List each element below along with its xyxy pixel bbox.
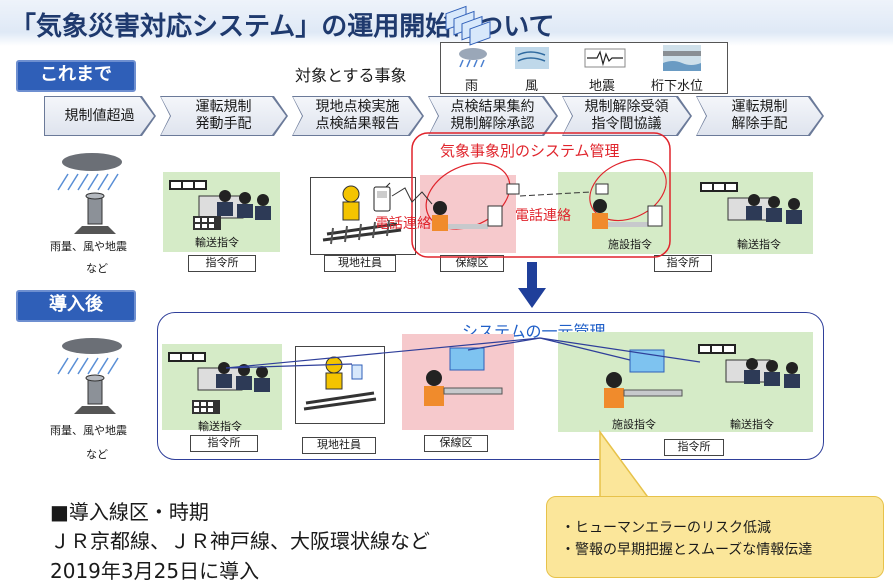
location-label-after-1: 指令所 bbox=[190, 435, 258, 452]
hazard-label-rain: 雨 bbox=[465, 79, 479, 94]
facility-label-after: 施設指令 bbox=[612, 418, 656, 431]
location-label-after-3: 保線区 bbox=[424, 435, 488, 452]
process-flow: 規制値超過 運転規制発動手配 現地点検実施点検結果報告 点検結果集約規制解除承認… bbox=[44, 96, 824, 136]
location-label-after-2: 現地社員 bbox=[302, 437, 376, 454]
hazard-label-quake: 地震 bbox=[589, 79, 616, 94]
track-office-after bbox=[402, 334, 514, 430]
phone-link-line-1 bbox=[391, 187, 433, 205]
keyboard-icon-after bbox=[192, 400, 220, 414]
before-badge: これまで bbox=[16, 60, 136, 92]
process-step-5-line1: 規制解除受領 bbox=[584, 99, 669, 115]
phone-contact-label-2: 電話連絡 bbox=[515, 208, 571, 224]
rain-icon bbox=[455, 46, 491, 72]
fax-icon-left bbox=[506, 183, 520, 195]
process-step-3-line2: 点検結果報告 bbox=[315, 116, 400, 132]
dispatch-label-before-2: 輸送指令 bbox=[737, 238, 781, 251]
hazards-box: 雨 風 地震 桁下水位 bbox=[440, 42, 728, 94]
location-label-before-3: 保線区 bbox=[440, 255, 504, 272]
desk-phone-right bbox=[647, 205, 663, 227]
location-label-before-1: 指令所 bbox=[188, 255, 256, 272]
operators-right-after bbox=[698, 344, 800, 388]
process-step-6: 運転規制解除手配 bbox=[697, 97, 822, 135]
dispatch-office-before: 輸送指令 bbox=[163, 172, 280, 252]
field-worker-before bbox=[310, 177, 416, 255]
rain-cloud-sensor-after bbox=[52, 336, 132, 426]
dispatch-office-after: 輸送指令 bbox=[162, 344, 282, 433]
process-step-6-line1: 運転規制 bbox=[731, 99, 788, 115]
hazard-label-wind: 風 bbox=[525, 79, 539, 94]
sensor-caption-before-2: など bbox=[86, 262, 108, 275]
wind-icon bbox=[515, 47, 549, 73]
location-label-before-2: 現地社員 bbox=[324, 255, 396, 272]
worker-icon bbox=[322, 185, 402, 245]
benefit-item-2: ・警報の早期把握とスムーズな情報伝達 bbox=[561, 542, 813, 558]
system-management-label: 気象事象別のシステム管理 bbox=[440, 142, 620, 160]
mobile-phone-icon bbox=[372, 182, 394, 217]
process-step-1: 規制値超過 bbox=[45, 97, 154, 135]
process-step-3-line1: 現地点検実施 bbox=[315, 99, 400, 115]
transition-arrow bbox=[518, 262, 546, 312]
operators-icon bbox=[169, 180, 271, 220]
sensor-caption-after-2: など bbox=[86, 448, 108, 461]
worker-icon-after bbox=[303, 356, 377, 411]
location-label-after-4: 指令所 bbox=[664, 439, 724, 456]
process-step-5: 規制解除受領指令間協議 bbox=[563, 97, 690, 135]
dispatch-label-after: 輸送指令 bbox=[198, 420, 242, 433]
after-badge: 導入後 bbox=[16, 290, 136, 322]
process-step-3: 現地点検実施点検結果報告 bbox=[293, 97, 422, 135]
intro-lines: ＪＲ京都線、ＪＲ神戸線、大阪環状線など bbox=[50, 529, 430, 553]
link-hub-facility bbox=[539, 337, 631, 361]
process-step-1-text: 規制値超過 bbox=[64, 107, 135, 124]
benefits-callout: ・ヒューマンエラーのリスク低減 ・警報の早期把握とスムーズな情報伝達 bbox=[546, 496, 884, 578]
facility-label-before: 施設指令 bbox=[608, 238, 652, 251]
process-step-4-line2: 規制解除承認 bbox=[450, 116, 535, 132]
operators-right-before bbox=[700, 180, 808, 234]
process-step-6-line2: 解除手配 bbox=[731, 116, 788, 132]
intro-date: 2019年3月25日に導入 bbox=[50, 559, 260, 583]
process-step-2-line1: 運転規制 bbox=[195, 99, 252, 115]
link-dispatch-field bbox=[225, 363, 353, 369]
keyboard-icon bbox=[193, 216, 221, 230]
river-icon bbox=[663, 45, 701, 75]
phone-contact-label-1: 電話連絡 bbox=[375, 216, 431, 232]
link-track-hub bbox=[467, 337, 541, 351]
dispatch-label-after-2: 輸送指令 bbox=[730, 418, 774, 431]
field-worker-after bbox=[295, 346, 385, 424]
system-group-left bbox=[425, 162, 511, 230]
worker-at-terminal-icon bbox=[424, 347, 503, 406]
intro-heading: ■導入線区・時期 bbox=[50, 500, 209, 524]
process-step-5-line2: 指令間協議 bbox=[591, 116, 662, 132]
unified-management-frame bbox=[157, 312, 824, 460]
operators-icon-after bbox=[168, 352, 270, 392]
benefit-item-1: ・ヒューマンエラーのリスク低減 bbox=[561, 520, 771, 536]
command-office-after: 施設指令 輸送指令 bbox=[558, 332, 813, 432]
system-management-frame bbox=[411, 132, 671, 258]
hazard-label-river: 桁下水位 bbox=[651, 79, 704, 94]
hazards-heading: 対象とする事象 bbox=[295, 66, 407, 85]
process-step-2-line2: 発動手配 bbox=[195, 116, 252, 132]
process-step-4-line1: 点検結果集約 bbox=[450, 99, 535, 115]
dispatch-label-before: 輸送指令 bbox=[195, 236, 239, 249]
sensor-caption-after-1: 雨量、風や地震 bbox=[50, 424, 127, 437]
link-hub-dispatch-right bbox=[539, 337, 701, 363]
process-step-2: 運転規制発動手配 bbox=[161, 97, 286, 135]
system-group-right bbox=[589, 158, 667, 222]
sensor-caption-before-1: 雨量、風や地震 bbox=[50, 240, 127, 253]
worker-at-desk-left bbox=[432, 201, 488, 231]
link-dispatch-hub bbox=[225, 337, 541, 369]
desk-phone-left bbox=[487, 205, 503, 227]
worker-at-desk-right bbox=[592, 199, 648, 229]
rain-cloud-sensor-before bbox=[52, 150, 132, 246]
fax-icon-right bbox=[595, 183, 609, 195]
seismograph-icon bbox=[584, 48, 626, 71]
location-label-before-4: 指令所 bbox=[654, 255, 712, 272]
process-step-4: 点検結果集約規制解除承認 bbox=[429, 97, 556, 135]
phone-link-line-2 bbox=[519, 191, 591, 197]
monitor-stack-left bbox=[445, 5, 491, 46]
